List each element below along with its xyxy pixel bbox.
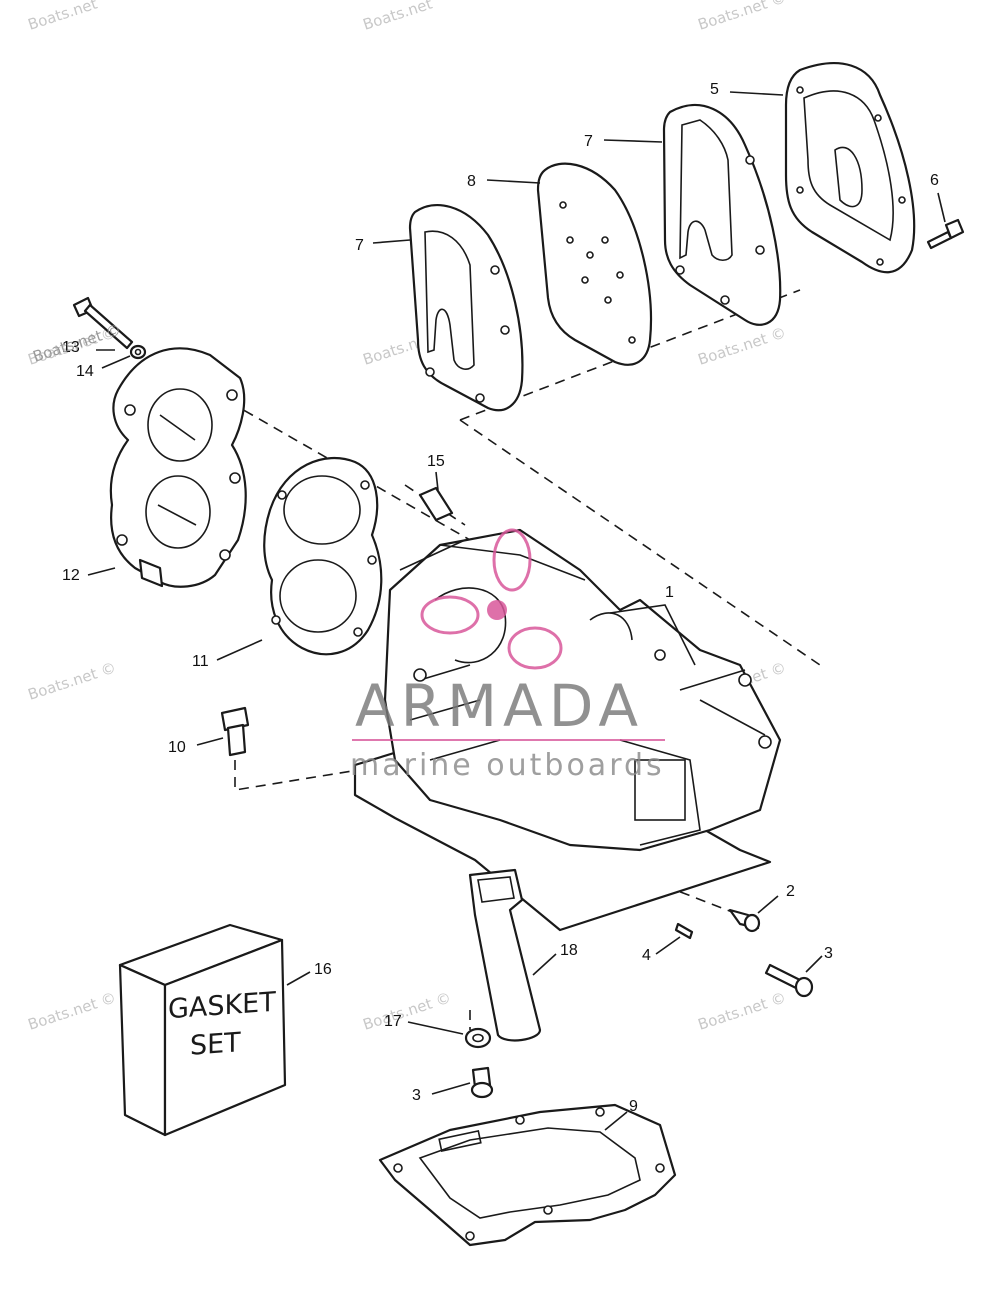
part-screw-6: [926, 218, 965, 250]
callout-18: 18: [560, 942, 578, 959]
callout-2: 2: [786, 883, 795, 900]
callout-3: 3: [824, 945, 833, 962]
callout-3: 3: [412, 1087, 421, 1104]
callout-14: 14: [76, 363, 94, 380]
callout-15: 15: [427, 453, 445, 470]
watermark-text: Boats.net ©: [26, 988, 119, 1033]
callout-12: 12: [62, 567, 80, 584]
part-pin-4: [674, 922, 694, 940]
part-tube-18: [468, 868, 542, 1042]
callout-13: 13: [62, 339, 80, 356]
callout-labels: 1 2 3 3 4 5 6 7 7 8 9 10 11 12 13 14 15 …: [62, 81, 939, 1115]
callout-6: 6: [930, 172, 939, 189]
part-bolt-10: [220, 706, 250, 757]
callout-8: 8: [467, 173, 476, 190]
callout-9: 9: [629, 1098, 638, 1115]
brand-subtitle: marine outboards: [350, 748, 665, 783]
watermark-text: Boats.net ©: [696, 323, 789, 368]
gasket-box-label-line1: GASKET: [168, 987, 276, 1026]
part-screw-3-lower: [470, 1066, 494, 1099]
part-cylinder-head-12: [109, 347, 247, 588]
watermark-text: Boats.net: [26, 0, 100, 34]
brand-logo-icon: [420, 528, 563, 670]
leader-lines: [87, 91, 946, 1131]
gasket-box-label-line2: SET: [190, 1027, 241, 1062]
callout-1: 1: [665, 584, 674, 601]
watermark-text: Boats.net ©: [26, 658, 119, 703]
watermark-text: Boats.net: [361, 0, 435, 34]
part-gasket-set-box-16: GASKET SET: [118, 923, 287, 1137]
callout-4: 4: [642, 947, 651, 964]
watermark-text: Boats.net ©: [696, 0, 789, 34]
part-head-gasket-11: [263, 457, 383, 656]
part-gasket-7-right: [662, 103, 782, 326]
part-pin-2: [728, 908, 761, 933]
part-reed-plate-8: [536, 162, 653, 366]
part-gasket-7-left: [408, 204, 524, 412]
callout-7: 7: [584, 133, 593, 150]
brand-watermark: ARMADA marine outboards: [350, 528, 665, 783]
part-dowel-15: [418, 486, 454, 522]
callout-16: 16: [314, 961, 332, 978]
part-bolt-13: [72, 296, 134, 350]
watermark-text: Boats.net ©: [696, 988, 789, 1033]
callout-10: 10: [168, 739, 186, 756]
part-screw-3-right: [764, 963, 814, 998]
callout-7: 7: [355, 237, 364, 254]
part-crankcase-1: [353, 528, 782, 932]
part-cover-plate: [784, 62, 916, 274]
watermark-text: Boats.net ©: [361, 988, 454, 1033]
callout-17: 17: [384, 1013, 402, 1030]
part-washer-14: [129, 344, 147, 360]
part-washer-17: [464, 1027, 492, 1049]
callout-5: 5: [710, 81, 719, 98]
callout-11: 11: [192, 653, 209, 670]
part-base-gasket-9: [378, 1103, 677, 1247]
brand-title: ARMADA: [355, 672, 644, 740]
